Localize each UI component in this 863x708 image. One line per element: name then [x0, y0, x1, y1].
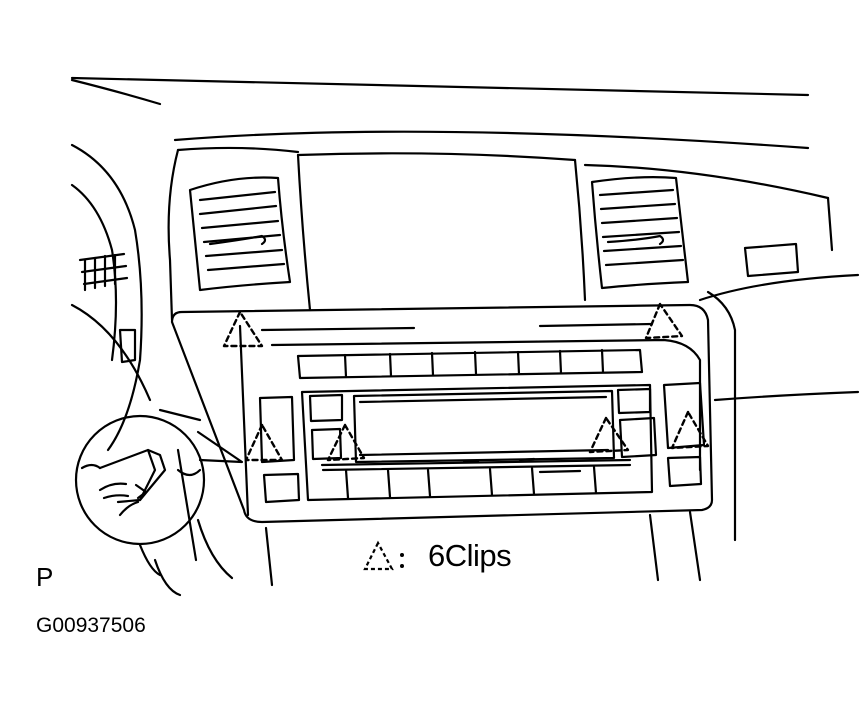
left-air-vent [188, 176, 292, 292]
clip-marker-3 [244, 423, 284, 462]
upper-button-strip [296, 348, 644, 380]
clips-legend-text: 6Clips [428, 538, 512, 573]
detail-callout [74, 414, 244, 546]
figure-code-label: G00937506 [36, 614, 146, 637]
clip-marker-1 [222, 310, 264, 348]
center-display-hood [296, 152, 587, 312]
steering-column [70, 143, 234, 580]
right-air-vent [590, 176, 690, 290]
clip-marker-4 [326, 423, 366, 462]
windshield-lines [70, 76, 810, 150]
clip-marker-6 [670, 410, 710, 450]
upper-dashboard [167, 146, 860, 542]
view-letter-label: P [36, 562, 54, 592]
side-buttons [258, 381, 706, 504]
lower-console [153, 510, 702, 597]
control-unit [300, 383, 654, 502]
center-panel [170, 303, 714, 524]
clip-marker-5 [588, 416, 630, 454]
clip-markers [222, 302, 710, 462]
clip-marker-2 [644, 302, 684, 340]
dash-sensor [743, 242, 800, 278]
dashed-triangle-clip-marker-icon [363, 540, 404, 571]
